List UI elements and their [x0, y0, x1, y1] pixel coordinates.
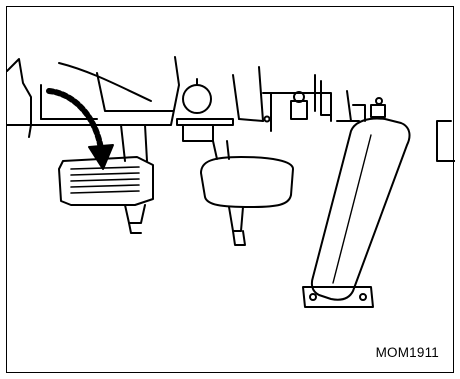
clutch-pedal [201, 141, 293, 245]
brake-pedal [59, 125, 153, 233]
center-mechanism [177, 67, 263, 141]
figure-code: MOM1911 [376, 345, 439, 360]
floor-bracket [437, 121, 455, 161]
accelerator-pedal [303, 119, 409, 308]
throttle-linkage [263, 75, 385, 131]
figure-frame: MOM1911 [6, 6, 454, 373]
pedal-illustration [7, 7, 455, 374]
